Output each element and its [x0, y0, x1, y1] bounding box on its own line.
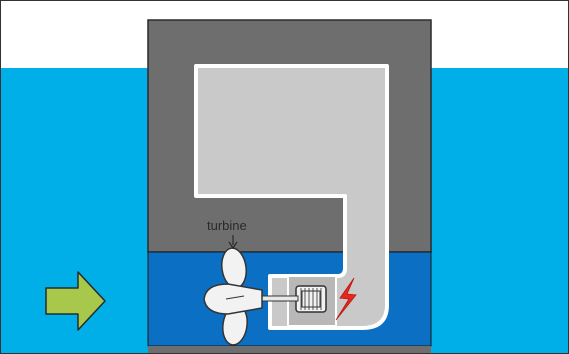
turbine-shaft	[257, 295, 299, 302]
lightning-icon	[335, 277, 357, 321]
turbine-pointer-head	[228, 241, 238, 250]
generator-icon	[295, 285, 327, 313]
water-passage	[194, 64, 389, 330]
dam-base	[148, 346, 431, 354]
turbine-propeller-icon	[203, 247, 263, 346]
turbine-label: turbine	[207, 218, 247, 233]
flow-arrow-icon	[45, 271, 106, 331]
